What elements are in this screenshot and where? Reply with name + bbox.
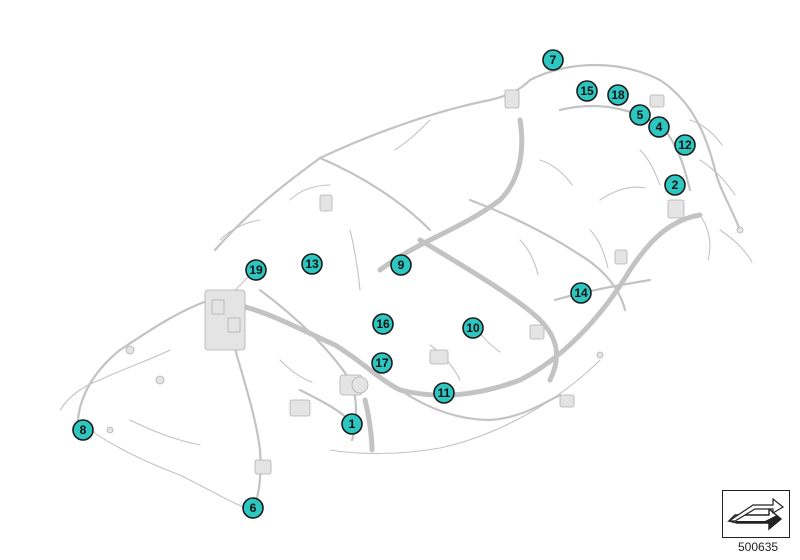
callout-1[interactable]: 1 bbox=[341, 413, 363, 435]
callout-4-label: 4 bbox=[656, 120, 663, 134]
callout-14-label: 14 bbox=[574, 286, 588, 300]
callout-15[interactable]: 15 bbox=[576, 80, 598, 102]
callout-1-label: 1 bbox=[349, 417, 356, 431]
callout-2[interactable]: 2 bbox=[664, 174, 686, 196]
callout-12-label: 12 bbox=[678, 138, 692, 152]
return-arrow-icon bbox=[727, 497, 785, 531]
callout-13[interactable]: 13 bbox=[301, 253, 323, 275]
wiring-harness-artwork bbox=[59, 63, 753, 512]
callout-6-label: 6 bbox=[250, 501, 257, 515]
callout-5[interactable]: 5 bbox=[629, 104, 651, 126]
callout-8-label: 8 bbox=[80, 423, 87, 437]
callout-7[interactable]: 7 bbox=[542, 49, 564, 71]
callout-13-label: 13 bbox=[305, 257, 319, 271]
callout-9-label: 9 bbox=[398, 258, 405, 272]
callout-11[interactable]: 11 bbox=[433, 382, 455, 404]
callout-19-label: 19 bbox=[249, 263, 263, 277]
callout-6[interactable]: 6 bbox=[242, 497, 264, 519]
callout-16[interactable]: 16 bbox=[372, 313, 394, 335]
reference-number: 500635 bbox=[738, 540, 779, 554]
callout-16-label: 16 bbox=[376, 317, 390, 331]
callout-19[interactable]: 19 bbox=[245, 259, 267, 281]
callout-9[interactable]: 9 bbox=[390, 254, 412, 276]
callout-5-label: 5 bbox=[637, 108, 644, 122]
callout-14[interactable]: 14 bbox=[570, 282, 592, 304]
callout-18[interactable]: 18 bbox=[607, 84, 629, 106]
callout-17[interactable]: 17 bbox=[371, 352, 393, 374]
callout-17-label: 17 bbox=[375, 356, 389, 370]
callout-2-label: 2 bbox=[672, 178, 679, 192]
callout-18-label: 18 bbox=[611, 88, 625, 102]
callout-11-label: 11 bbox=[438, 386, 451, 400]
callout-10[interactable]: 10 bbox=[462, 317, 484, 339]
callout-8[interactable]: 8 bbox=[72, 419, 94, 441]
callout-7-label: 7 bbox=[550, 53, 557, 67]
callout-10-label: 10 bbox=[466, 321, 480, 335]
callout-15-label: 15 bbox=[580, 84, 594, 98]
callout-12[interactable]: 12 bbox=[674, 134, 696, 156]
callout-4[interactable]: 4 bbox=[648, 116, 670, 138]
return-arrow-button[interactable] bbox=[722, 490, 790, 538]
